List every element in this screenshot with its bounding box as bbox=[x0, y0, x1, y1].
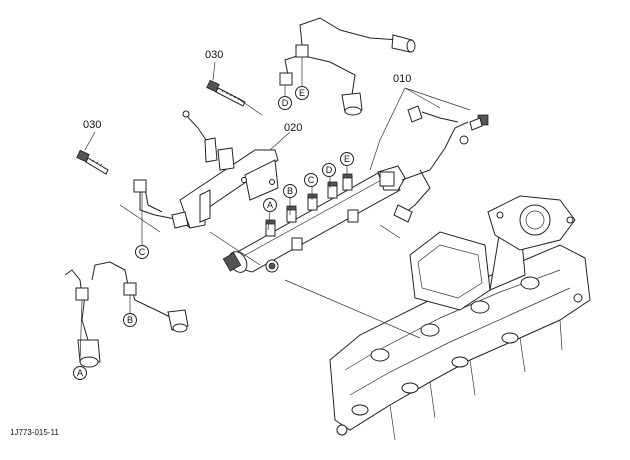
injection-pipes-upper bbox=[279, 17, 416, 116]
svg-text:D: D bbox=[326, 165, 333, 175]
clip bbox=[182, 110, 235, 171]
bolt-top bbox=[206, 79, 246, 107]
connection-markers: A B C D E D E C bbox=[73, 86, 354, 380]
injection-pipes-lower bbox=[64, 179, 191, 368]
svg-text:A: A bbox=[77, 368, 83, 378]
svg-text:C: C bbox=[308, 175, 315, 185]
svg-text:B: B bbox=[287, 186, 293, 196]
bracket bbox=[179, 149, 279, 229]
svg-text:B: B bbox=[127, 315, 133, 325]
svg-text:E: E bbox=[344, 154, 350, 164]
callout-030-top: 030 bbox=[205, 49, 223, 61]
callout-020: 020 bbox=[284, 122, 302, 134]
common-rail bbox=[222, 165, 406, 273]
svg-text:C: C bbox=[139, 247, 146, 257]
marker-e-pipe: E bbox=[295, 86, 309, 100]
svg-text:D: D bbox=[282, 98, 289, 108]
marker-e-rail: E bbox=[340, 152, 354, 166]
svg-text:E: E bbox=[299, 88, 305, 98]
return-line bbox=[393, 105, 489, 223]
marker-b-pipe: B bbox=[123, 313, 137, 327]
callout-010: 010 bbox=[393, 73, 411, 85]
intake-manifold bbox=[329, 244, 591, 441]
callout-labels: 030 030 020 010 bbox=[83, 49, 411, 134]
svg-text:A: A bbox=[267, 200, 273, 210]
bolt-left bbox=[76, 149, 109, 175]
drawing-code: 1J773-015-11 bbox=[10, 428, 59, 437]
marker-b-rail: B bbox=[283, 184, 297, 198]
marker-c-pipe: C bbox=[135, 245, 149, 259]
marker-c-rail: C bbox=[304, 173, 318, 187]
marker-a-pipe: A bbox=[73, 366, 87, 380]
intake-box bbox=[409, 195, 576, 311]
marker-d-rail: D bbox=[322, 163, 336, 177]
marker-d-pipe: D bbox=[278, 96, 292, 110]
callout-030-left: 030 bbox=[83, 119, 101, 131]
leader-lines bbox=[79, 57, 471, 363]
marker-a-rail: A bbox=[263, 198, 277, 212]
